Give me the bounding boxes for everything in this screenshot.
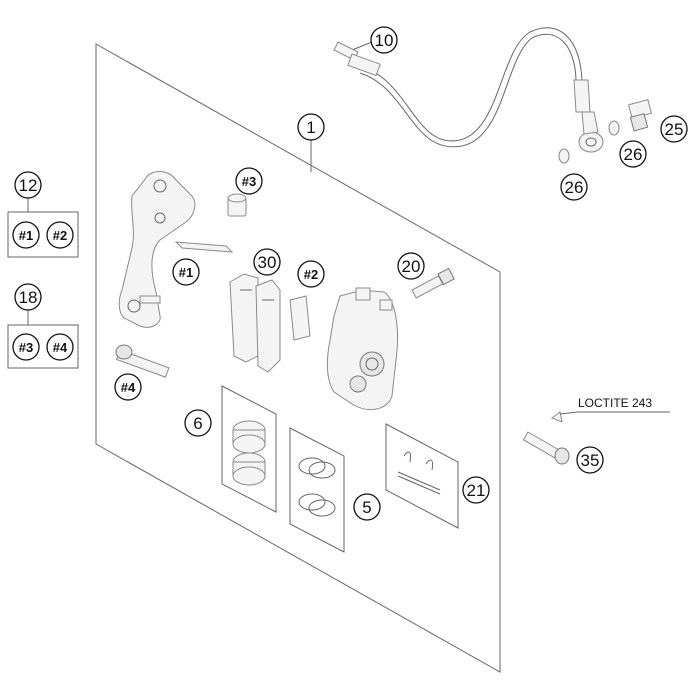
svg-text:18: 18 [19, 288, 38, 307]
svg-text:26: 26 [624, 145, 643, 164]
pin-kit-21 [385, 423, 459, 529]
callout-hash4: #4 [114, 373, 142, 401]
callout-21: 21 [462, 476, 490, 504]
svg-text:#4: #4 [53, 340, 68, 355]
svg-text:30: 30 [258, 253, 277, 272]
bleeder-valve [411, 267, 455, 299]
pad-retaining-plate [289, 295, 311, 341]
leader-line-10 [351, 41, 373, 51]
callout-hash1: #1 [172, 258, 200, 286]
bushing [227, 193, 247, 217]
svg-text:#1: #1 [179, 265, 193, 280]
piston-kit-6 [221, 385, 277, 513]
callout-20: 20 [397, 252, 425, 280]
svg-text:#1: #1 [19, 228, 33, 243]
callout-25: 25 [660, 115, 688, 143]
callout-kit12-hash1: #1 [12, 221, 40, 249]
callout-kit18-hash3: #3 [12, 333, 40, 361]
bracket-hole-mid [154, 212, 166, 224]
brake-pads [229, 273, 281, 373]
svg-text:5: 5 [362, 498, 371, 517]
washer-lower [558, 148, 570, 164]
svg-text:26: 26 [565, 178, 584, 197]
callout-26-left: 26 [560, 173, 588, 201]
svg-text:#2: #2 [53, 228, 67, 243]
pad-spring-clip [174, 241, 234, 253]
svg-text:20: 20 [402, 257, 421, 276]
svg-text:#3: #3 [19, 340, 33, 355]
caliper-body [326, 287, 398, 411]
svg-text:10: 10 [375, 31, 394, 50]
svg-text:6: 6 [193, 414, 202, 433]
callout-hash3: #3 [235, 167, 263, 195]
svg-text:12: 12 [19, 176, 38, 195]
callout-30: 30 [253, 248, 281, 276]
callout-26-right: 26 [619, 140, 647, 168]
callout-kit18-hash4: #4 [46, 333, 74, 361]
callout-10: 10 [370, 26, 398, 54]
bracket-slide-pin [139, 295, 161, 304]
callout-6: 6 [184, 409, 212, 437]
callout-12: 12 [14, 171, 42, 199]
bracket-hole-bottom [127, 299, 141, 313]
washer-upper [608, 120, 620, 136]
callout-1: 1 [297, 113, 325, 141]
callout-kit12-hash2: #2 [46, 221, 74, 249]
callout-18: 18 [14, 283, 42, 311]
svg-text:1: 1 [306, 118, 315, 137]
caliper-bracket [118, 171, 196, 328]
loctite-note: LOCTITE 243 [578, 396, 652, 410]
banjo-bolt [627, 99, 653, 132]
svg-text:25: 25 [665, 120, 684, 139]
seal-kit-5 [289, 427, 345, 553]
brake-hose [333, 27, 604, 153]
svg-text:#4: #4 [121, 380, 136, 395]
callout-5: 5 [353, 493, 381, 521]
caliper-bolt [115, 344, 170, 378]
bracket-hole-top [153, 179, 167, 193]
loctite-leader [559, 411, 670, 415]
callout-35: 35 [576, 446, 604, 474]
callout-hash2: #2 [297, 260, 325, 288]
svg-text:#2: #2 [304, 267, 318, 282]
assembly-board [95, 43, 501, 673]
svg-text:35: 35 [581, 451, 600, 470]
svg-text:#3: #3 [242, 174, 256, 189]
bolt-35 [522, 411, 570, 465]
svg-text:21: 21 [467, 481, 486, 500]
